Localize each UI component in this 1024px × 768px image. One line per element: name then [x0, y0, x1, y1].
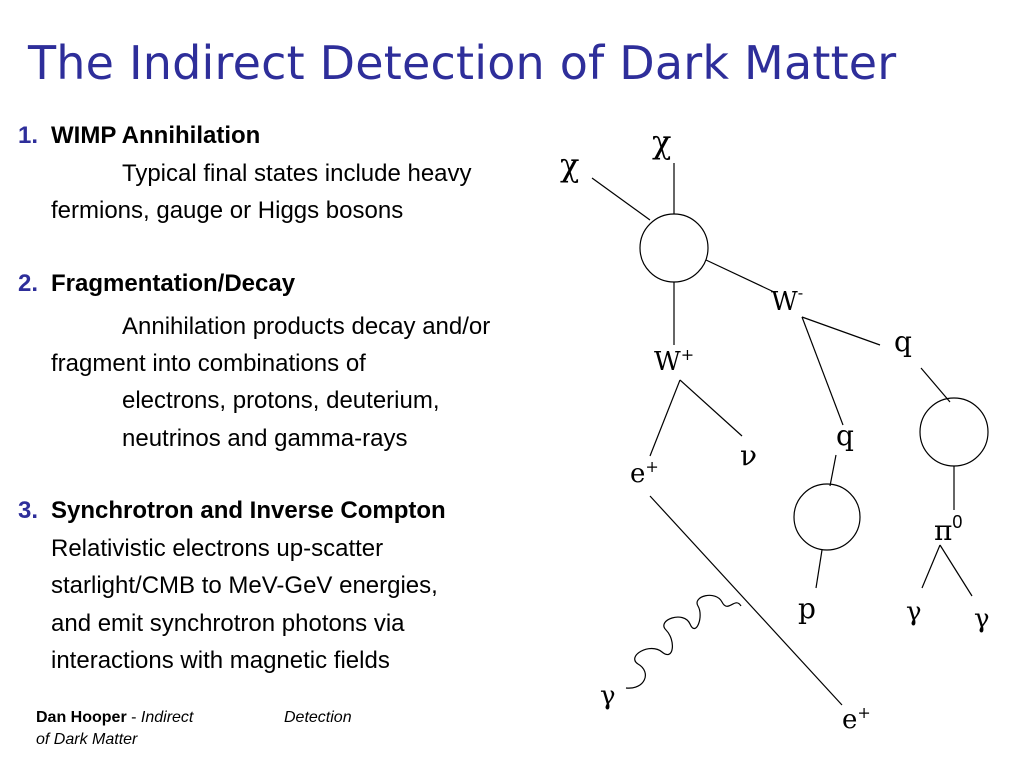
proton-label: p: [798, 592, 816, 625]
gamma-left-label: γ: [906, 597, 922, 627]
item-text-line: fermions, gauge or Higgs bosons: [51, 197, 404, 224]
q-mid-line: [829, 454, 837, 487]
w-minus-to-q-right: [801, 316, 881, 346]
item-text-line: electrons, protons, deuterium,: [122, 387, 440, 414]
chi-left-label: χ: [560, 146, 579, 184]
e-plus-bottom-label: e+: [842, 703, 871, 735]
w-minus-letter: W: [771, 287, 798, 317]
e-plus-top-label: e+: [630, 457, 659, 489]
item-text-line: and emit synchrotron photons via: [51, 610, 405, 637]
q-mid-label: q: [836, 419, 854, 452]
w-plus-to-e: [649, 379, 681, 457]
item-number: 2.: [18, 270, 39, 297]
footer-author: Dan Hooper: [36, 709, 127, 726]
w-plus-label: W+: [654, 345, 694, 377]
item-number: 3.: [18, 497, 39, 524]
photon-wavy-line: [625, 594, 742, 689]
item-text-line: Annihilation products decay and/or: [122, 313, 491, 340]
e-plus-top-letter: e: [630, 459, 645, 489]
w-minus-line: [705, 259, 775, 293]
footer-subtitle-2: Detection: [284, 709, 352, 726]
e-plus-bottom-sup: +: [857, 703, 870, 722]
q-right-label: q: [894, 325, 912, 358]
item-text-line: neutrinos and gamma-rays: [122, 425, 408, 452]
pi-letter: π: [934, 514, 952, 547]
pi-to-gamma-left: [921, 544, 941, 589]
item-text-line: interactions with magnetic fields: [51, 647, 390, 674]
item-text-line: starlight/CMB to MeV-GeV energies,: [51, 572, 438, 599]
pi-to-gamma-right: [939, 544, 973, 597]
gamma-bottom-label: γ: [600, 681, 616, 711]
slide-footer: Dan Hooper - Indirect Detection of Dark M…: [36, 707, 352, 751]
fragmentation-vertex-right: [919, 397, 989, 467]
w-minus-sup: -: [798, 283, 803, 302]
annihilation-vertex: [639, 213, 709, 283]
item-text-line: fragment into combinations of: [51, 350, 366, 377]
footer-subtitle-3: of Dark Matter: [36, 731, 138, 748]
proton-line: [815, 549, 823, 589]
item-heading: WIMP Annihilation: [51, 122, 261, 149]
fragmentation-vertex-mid: [793, 483, 861, 551]
pi-zero-label: π0: [934, 512, 962, 547]
chi-left-line: [591, 177, 651, 221]
w-minus-label: W-: [771, 283, 803, 317]
item-text-line: Relativistic electrons up-scatter: [51, 535, 384, 562]
w-minus-to-q-mid: [801, 316, 844, 426]
chi-top-label: χ: [652, 123, 671, 161]
item-number: 1.: [18, 122, 39, 149]
q-right-line: [920, 367, 951, 403]
w-plus-to-nu: [679, 379, 743, 437]
nu-label: ν: [740, 439, 757, 472]
w-plus-sup: +: [681, 345, 694, 364]
w-plus-letter: W: [654, 347, 681, 377]
electron-line: [649, 495, 843, 706]
item-heading: Synchrotron and Inverse Compton: [51, 497, 446, 524]
slide-title: The Indirect Detection of Dark Matter: [28, 36, 897, 90]
e-plus-bottom-letter: e: [842, 705, 857, 735]
gamma-right-label: γ: [974, 604, 990, 634]
item-heading: Fragmentation/Decay: [51, 270, 296, 297]
e-plus-top-sup: +: [645, 457, 658, 476]
pi-sup: 0: [952, 512, 962, 532]
footer-subtitle-1: Indirect: [140, 709, 194, 726]
item-text-line: Typical final states include heavy: [122, 160, 472, 187]
footer-separator: -: [126, 709, 141, 726]
